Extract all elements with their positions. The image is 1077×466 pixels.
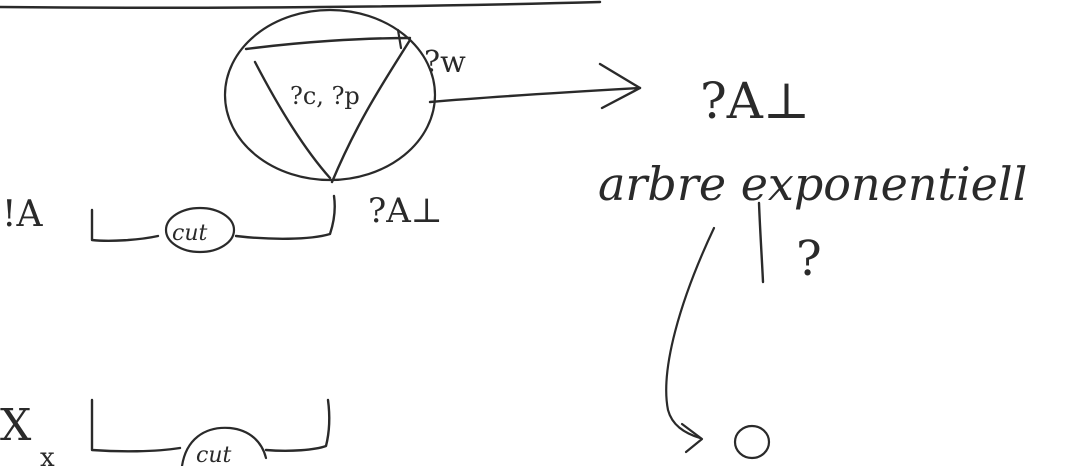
small-circle [733, 424, 771, 460]
cut-label-bottom: cut [196, 443, 231, 466]
triangle-inner-label: ?c, ?p [290, 82, 360, 110]
cut-ellipse [164, 206, 236, 254]
bottom-right-link [264, 398, 331, 452]
bang-a-label: !A [2, 194, 43, 235]
why-not-w-label: ?w [424, 45, 466, 80]
dual-a-label: ?A⊥ [368, 191, 443, 231]
caption-vertical-bar [757, 201, 765, 284]
target-label: ?A⊥ [700, 72, 810, 130]
triangle-left-edge [253, 60, 332, 180]
question-mark-label: ? [796, 231, 822, 287]
triangle-right-edge [330, 38, 412, 184]
bottom-cut-arc [180, 426, 268, 466]
curved-arrow [665, 226, 716, 440]
left-axiom-link [90, 208, 160, 242]
right-axiom-link [234, 194, 336, 240]
arrow-head-tick [396, 28, 403, 50]
x-label: X [0, 400, 32, 451]
bottom-left-link [90, 398, 182, 453]
target-caption: arbre exponentiell [598, 157, 1027, 211]
cut-label: cut [172, 221, 207, 246]
curved-arrow-head [680, 422, 704, 454]
main-arrow-head [598, 62, 642, 110]
x-subscript-label: x [40, 443, 55, 466]
triangle-top-edge [244, 36, 412, 51]
main-arrow-shaft [428, 86, 642, 104]
outer-circle [223, 8, 437, 182]
top-border-line [0, 0, 602, 10]
